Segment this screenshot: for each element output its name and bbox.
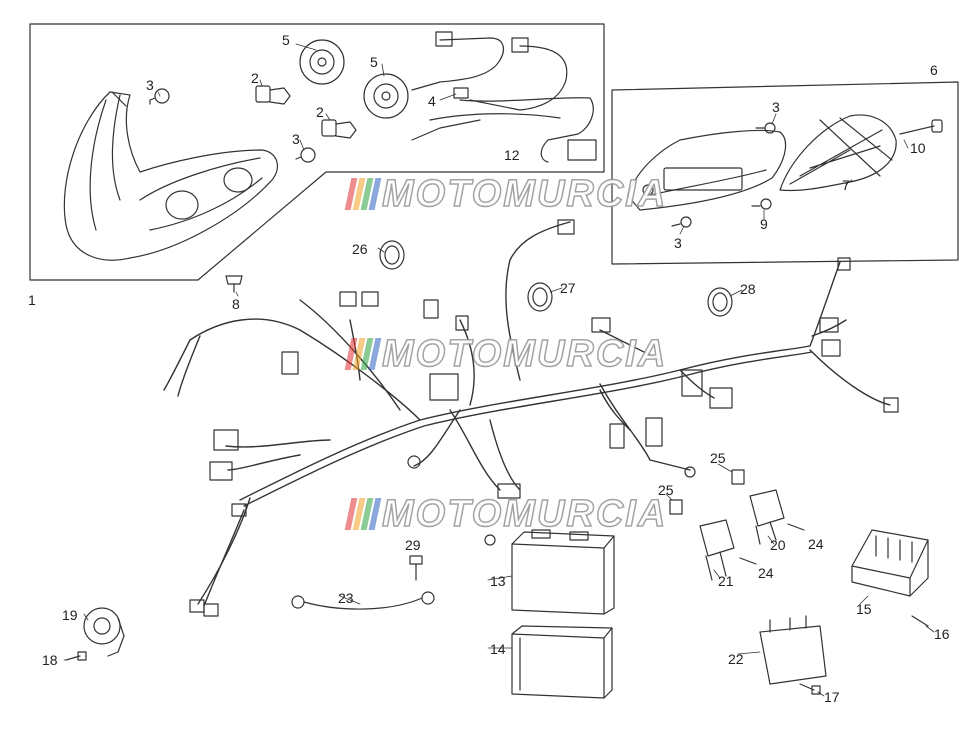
part-label-5: 5 bbox=[370, 54, 378, 70]
part-label-3: 3 bbox=[292, 131, 300, 147]
watermark-logo-bars bbox=[344, 178, 382, 210]
part-label-25: 25 bbox=[710, 450, 726, 466]
part-label-7: 7 bbox=[842, 177, 850, 193]
headlight-harness bbox=[411, 31, 597, 163]
part-label-8: 8 bbox=[232, 296, 240, 312]
part-label-24: 24 bbox=[758, 565, 774, 581]
part-label-3: 3 bbox=[674, 235, 682, 251]
part-label-19: 19 bbox=[62, 607, 78, 623]
taillight-lens bbox=[779, 114, 897, 192]
part-label-27: 27 bbox=[560, 280, 576, 296]
part-label-4: 4 bbox=[428, 93, 436, 109]
part-label-26: 26 bbox=[352, 241, 368, 257]
relay-icon bbox=[699, 519, 735, 581]
screw-icon bbox=[409, 555, 423, 581]
bulb-icon bbox=[295, 147, 316, 163]
cable-clamp bbox=[379, 240, 405, 270]
battery-tray bbox=[511, 625, 613, 699]
screw-icon bbox=[911, 615, 929, 627]
rivet-icon bbox=[225, 275, 243, 293]
watermark-logo-bars bbox=[344, 498, 382, 530]
screw-icon bbox=[65, 651, 87, 661]
reflector-socket bbox=[299, 39, 345, 85]
bulb-icon bbox=[149, 88, 170, 105]
cable-clamp bbox=[527, 282, 553, 312]
part-label-10: 10 bbox=[910, 140, 926, 156]
part-label-21: 21 bbox=[718, 573, 734, 589]
part-label-2: 2 bbox=[251, 70, 259, 86]
screw-icon bbox=[899, 119, 943, 135]
part-label-12: 12 bbox=[504, 147, 520, 163]
taillight-housing bbox=[627, 129, 787, 211]
ring-terminal bbox=[407, 455, 696, 546]
screw-icon bbox=[799, 683, 821, 695]
part-label-6: 6 bbox=[930, 62, 938, 78]
cdi-unit bbox=[759, 615, 827, 685]
watermark: MOTOMURCIA bbox=[344, 492, 667, 535]
part-label-29: 29 bbox=[405, 537, 421, 553]
relay-clip bbox=[669, 469, 745, 515]
reflector-socket bbox=[363, 73, 409, 119]
part-label-17: 17 bbox=[824, 689, 840, 705]
part-label-22: 22 bbox=[728, 651, 744, 667]
screw-icon bbox=[739, 523, 805, 565]
bulb-icon bbox=[751, 198, 772, 210]
part-label-20: 20 bbox=[770, 537, 786, 553]
battery bbox=[511, 529, 615, 615]
part-label-15: 15 bbox=[856, 601, 872, 617]
bulb-icon bbox=[671, 216, 692, 228]
taillight-group-frame bbox=[611, 81, 959, 265]
leader-line bbox=[63, 43, 935, 697]
cable-clamp bbox=[707, 287, 733, 317]
part-label-2: 2 bbox=[316, 104, 324, 120]
part-label-23: 23 bbox=[338, 590, 354, 606]
watermark-text: MOTOMURCIA bbox=[381, 492, 668, 536]
watermark-text: MOTOMURCIA bbox=[381, 172, 668, 216]
part-label-1: 1 bbox=[28, 292, 36, 308]
part-label-25: 25 bbox=[658, 482, 674, 498]
connector-icon bbox=[189, 219, 899, 617]
halogen-bulb-icon bbox=[321, 119, 357, 139]
part-label-3: 3 bbox=[772, 99, 780, 115]
part-label-5: 5 bbox=[282, 32, 290, 48]
watermark: MOTOMURCIA bbox=[344, 332, 667, 375]
part-label-13: 13 bbox=[490, 573, 506, 589]
part-label-28: 28 bbox=[740, 281, 756, 297]
part-label-14: 14 bbox=[490, 641, 506, 657]
halogen-bulb-icon bbox=[255, 85, 291, 105]
voltage-regulator bbox=[851, 529, 929, 597]
relay-icon bbox=[749, 489, 785, 545]
horn-icon bbox=[83, 607, 125, 657]
bulb-icon bbox=[755, 122, 776, 134]
watermark-logo-bars bbox=[344, 338, 382, 370]
part-label-3: 3 bbox=[146, 77, 154, 93]
headlight-group-frame bbox=[29, 23, 605, 281]
part-label-24: 24 bbox=[808, 536, 824, 552]
headlight-housing bbox=[63, 91, 279, 261]
part-label-9: 9 bbox=[760, 216, 768, 232]
watermark-text: MOTOMURCIA bbox=[381, 332, 668, 376]
part-label-18: 18 bbox=[42, 652, 58, 668]
battery-cable bbox=[291, 591, 435, 610]
part-label-16: 16 bbox=[934, 626, 950, 642]
watermark: MOTOMURCIA bbox=[344, 172, 667, 215]
